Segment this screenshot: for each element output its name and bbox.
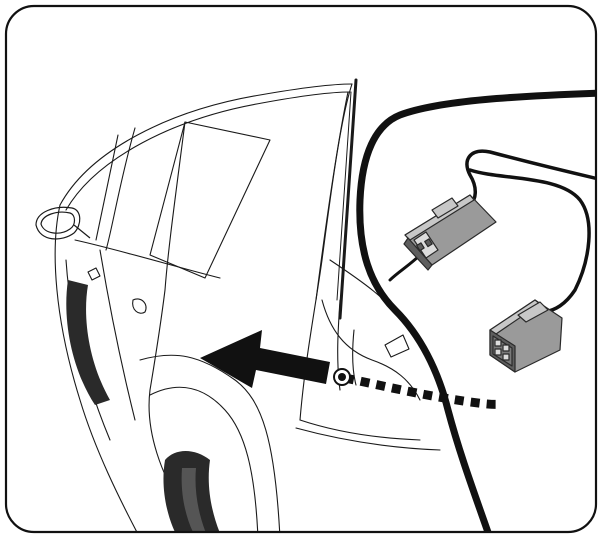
vehicle-connector	[403, 194, 497, 271]
rear-window	[149, 121, 271, 279]
hatch-strut	[336, 78, 358, 320]
panel-content	[35, 78, 596, 532]
wiring-harness	[356, 89, 596, 532]
vehicle-body	[54, 83, 441, 532]
grommet-hole	[333, 368, 351, 386]
door-handle	[87, 267, 101, 281]
tail-lamp-housing	[384, 334, 410, 358]
side-mirror	[35, 206, 91, 240]
direction-arrow-icon	[200, 330, 330, 388]
front-tire	[66, 280, 110, 405]
panel-border	[4, 4, 598, 534]
door-handle	[132, 298, 147, 314]
rear-tire	[163, 451, 222, 532]
harness-connector	[489, 299, 563, 373]
routing-path	[344, 373, 503, 409]
